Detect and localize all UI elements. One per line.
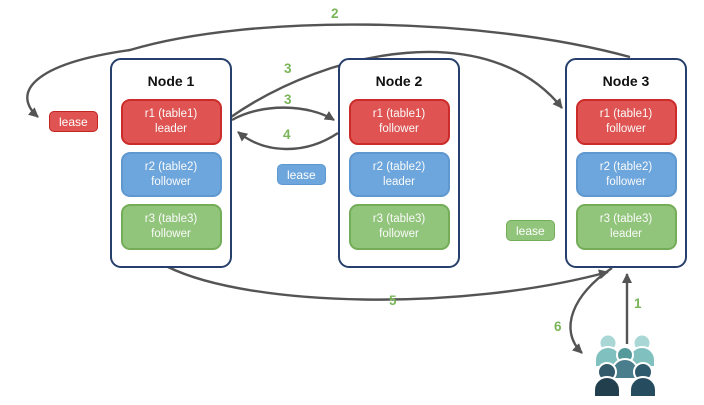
replica-name: r1 (table1) xyxy=(144,107,198,120)
lease-badge-blue: lease xyxy=(277,164,326,185)
step-label-3a: 3 xyxy=(284,61,292,76)
replica-role: follower xyxy=(606,175,646,188)
replica-node2-r1: r1 (table1) follower xyxy=(348,99,450,145)
replica-node1-r3: r3 (table3) follower xyxy=(120,204,222,251)
step-label-2: 2 xyxy=(331,6,339,21)
step-label-6: 6 xyxy=(554,319,562,334)
step-label-3b: 3 xyxy=(284,92,292,107)
replica-node3-r2: r2 (table2) follower xyxy=(575,151,677,198)
replica-node3-r3: r3 (table3) leader xyxy=(575,204,677,251)
replica-name: r1 (table1) xyxy=(372,107,426,120)
replica-node3-r1: r1 (table1) follower xyxy=(575,99,677,145)
replica-role: follower xyxy=(151,228,191,241)
replica-name: r2 (table2) xyxy=(372,160,426,173)
lease-badge-green: lease xyxy=(506,220,555,241)
replica-node2-r3: r3 (table3) follower xyxy=(348,204,450,251)
node-card-1: Node 1 r1 (table1) leader r2 (table2) fo… xyxy=(110,58,232,268)
replica-role: follower xyxy=(379,228,419,241)
node-card-2: Node 2 r1 (table1) follower r2 (table2) … xyxy=(338,58,460,268)
replica-role: follower xyxy=(606,122,646,135)
replica-node1-r1: r1 (table1) leader xyxy=(120,99,222,145)
replica-node2-r2: r2 (table2) leader xyxy=(348,151,450,198)
replica-role: follower xyxy=(379,122,419,135)
node-title: Node 3 xyxy=(602,73,650,89)
replica-name: r1 (table1) xyxy=(599,107,653,120)
replica-role: leader xyxy=(383,175,415,188)
replica-name: r3 (table3) xyxy=(599,213,653,226)
node-title: Node 1 xyxy=(147,73,195,89)
step-label-1: 1 xyxy=(634,296,642,311)
replica-name: r2 (table2) xyxy=(144,160,198,173)
step-label-4: 4 xyxy=(283,127,291,142)
node-card-3: Node 3 r1 (table1) follower r2 (table2) … xyxy=(565,58,687,268)
replica-name: r2 (table2) xyxy=(599,160,653,173)
replica-role: leader xyxy=(155,122,187,135)
arrow-step-3-to-node2 xyxy=(231,106,335,122)
step-label-5: 5 xyxy=(389,293,397,308)
node-title: Node 2 xyxy=(375,73,423,89)
lease-badge-red: lease xyxy=(49,111,98,132)
replica-name: r3 (table3) xyxy=(372,213,426,226)
arrow-step-5 xyxy=(167,265,609,301)
arrow-step-6 xyxy=(569,267,613,354)
replica-role: leader xyxy=(610,228,642,241)
replica-name: r3 (table3) xyxy=(144,213,198,226)
replica-role: follower xyxy=(151,175,191,188)
replica-node1-r2: r2 (table2) follower xyxy=(120,151,222,198)
users-icon xyxy=(593,333,657,398)
